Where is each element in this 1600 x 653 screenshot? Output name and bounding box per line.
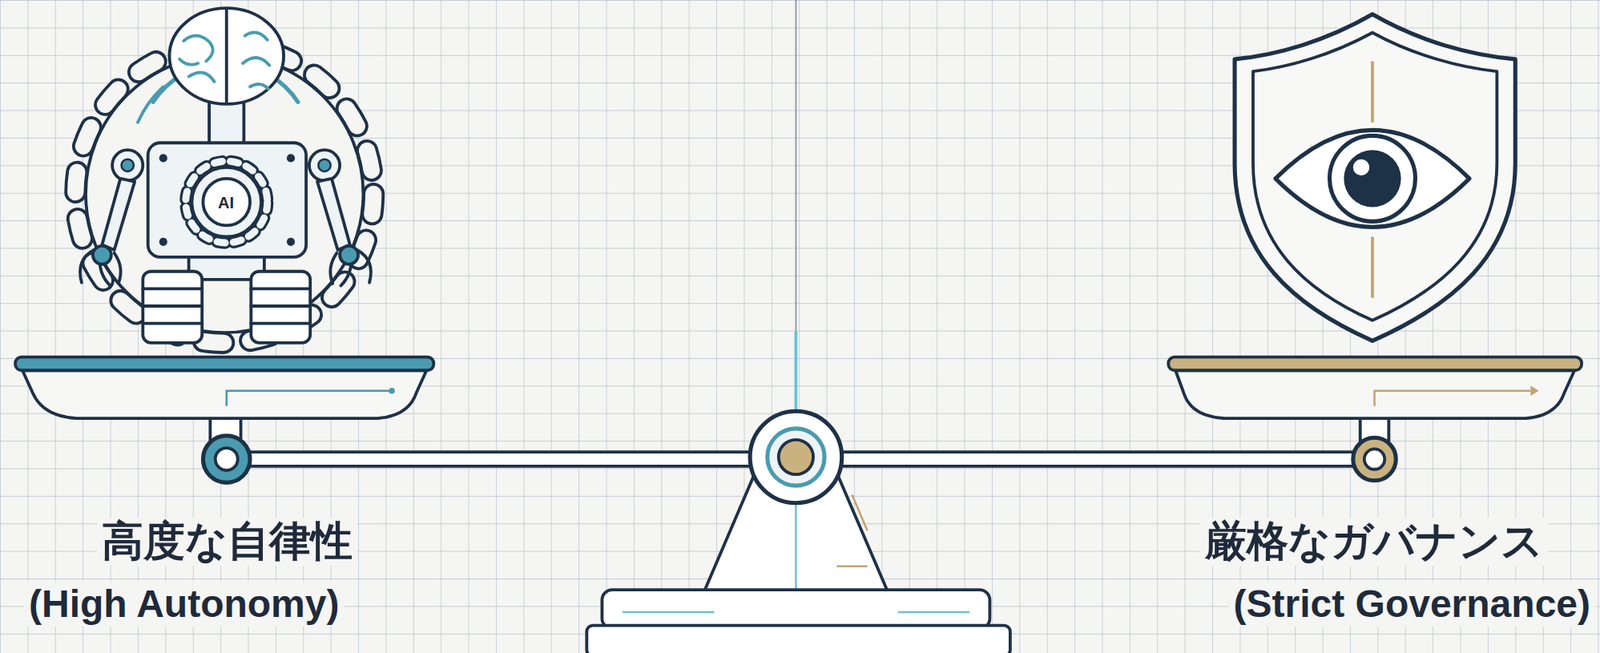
right-label-japanese: 厳格なガバナンス xyxy=(1200,517,1548,566)
robot-icon xyxy=(75,8,374,343)
shield-icon xyxy=(1234,14,1516,342)
left-label-english: (High Autonomy) xyxy=(24,581,344,626)
right-label-english: (Strict Governance) xyxy=(1229,581,1596,626)
chip-label: AI xyxy=(217,193,234,213)
left-label-japanese: 高度な自律性 xyxy=(96,517,358,566)
center-line xyxy=(794,0,797,653)
